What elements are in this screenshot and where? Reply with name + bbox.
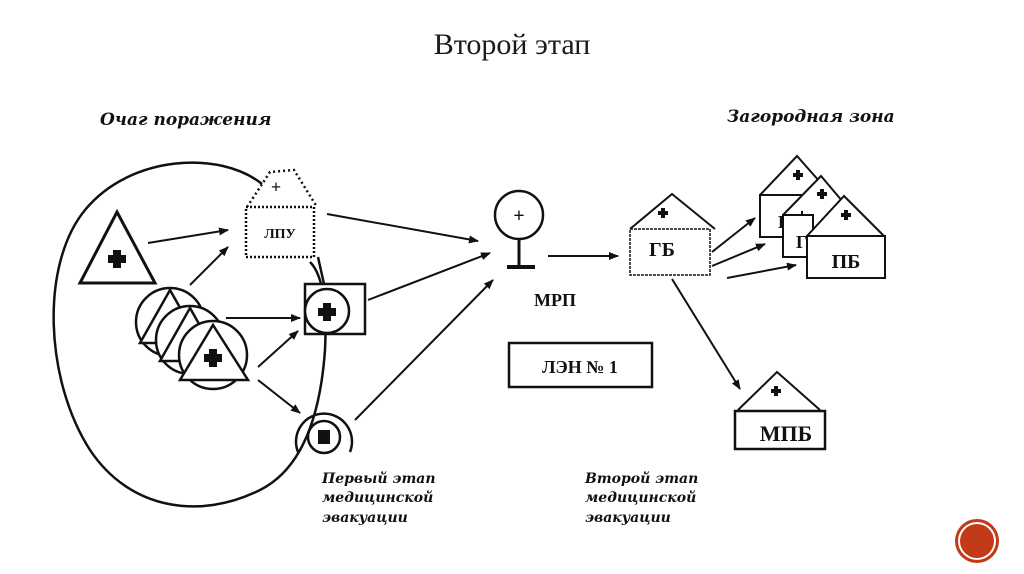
mrp-node: + МРП	[493, 189, 576, 310]
second-stage-line-2: медицинской	[585, 489, 696, 506]
pb-hidden-label-2: Г	[796, 232, 807, 252]
mobile-units-group-icon	[134, 286, 251, 391]
second-stage-label: Второй этап медицинской эвакуации	[584, 470, 698, 526]
pb-label: ПБ	[832, 251, 861, 273]
arrow-gb-to-pb-3	[726, 262, 797, 279]
arrow-lpu-to-mrp	[326, 213, 479, 244]
mrp-label: МРП	[534, 290, 576, 310]
slide-title: Второй этап	[433, 28, 591, 61]
first-aid-triangle-icon	[77, 208, 158, 285]
flow-arrows	[147, 213, 797, 421]
lpu-node: + ЛПУ	[244, 168, 319, 259]
mrp-plus-icon: +	[513, 205, 524, 227]
arrow-units-to-ring	[257, 379, 301, 414]
pb-hospitals-node: Г Г ПБ	[759, 154, 886, 279]
medical-post-icon	[303, 282, 367, 336]
section-label-suburban-zone: Загородная зона	[727, 107, 895, 127]
section-label-lesion-focus: Очаг поражения	[100, 110, 271, 130]
len-node: ЛЭН № 1	[507, 341, 654, 389]
mpb-hospital-node: МПБ	[733, 370, 827, 451]
gb-hospital-node: ГБ	[629, 192, 716, 276]
medical-unit-ring-icon	[294, 412, 354, 455]
gb-label: ГБ	[649, 239, 675, 261]
connector-line	[316, 256, 326, 285]
arrow-triangle-to-lpu	[147, 227, 229, 244]
arrow-gb-to-pb-2	[711, 243, 766, 267]
first-stage-line-1: Первый этап	[321, 470, 436, 487]
arrow-units-to-post-2	[257, 330, 299, 368]
arrow-ring-to-mrp	[354, 279, 494, 421]
first-stage-line-3: эвакуации	[322, 510, 408, 526]
lpu-plus-icon: +	[271, 177, 281, 197]
arrow-post-to-mrp	[367, 252, 491, 301]
slide-nav-button[interactable]	[958, 522, 996, 560]
first-stage-label: Первый этап медицинской эвакуации	[321, 470, 436, 526]
lesion-focus-boundary	[52, 161, 327, 508]
arrow-gb-to-mpb	[671, 278, 741, 390]
second-stage-line-1: Второй этап	[584, 470, 698, 487]
lpu-label: ЛПУ	[264, 227, 296, 242]
len-label: ЛЭН № 1	[542, 357, 618, 377]
second-stage-line-3: эвакуации	[585, 510, 671, 526]
arrow-units-to-lpu	[189, 246, 229, 286]
mpb-label: МПБ	[760, 421, 812, 446]
arrow-gb-to-pb-1	[711, 217, 756, 253]
first-stage-line-2: медицинской	[322, 489, 433, 506]
